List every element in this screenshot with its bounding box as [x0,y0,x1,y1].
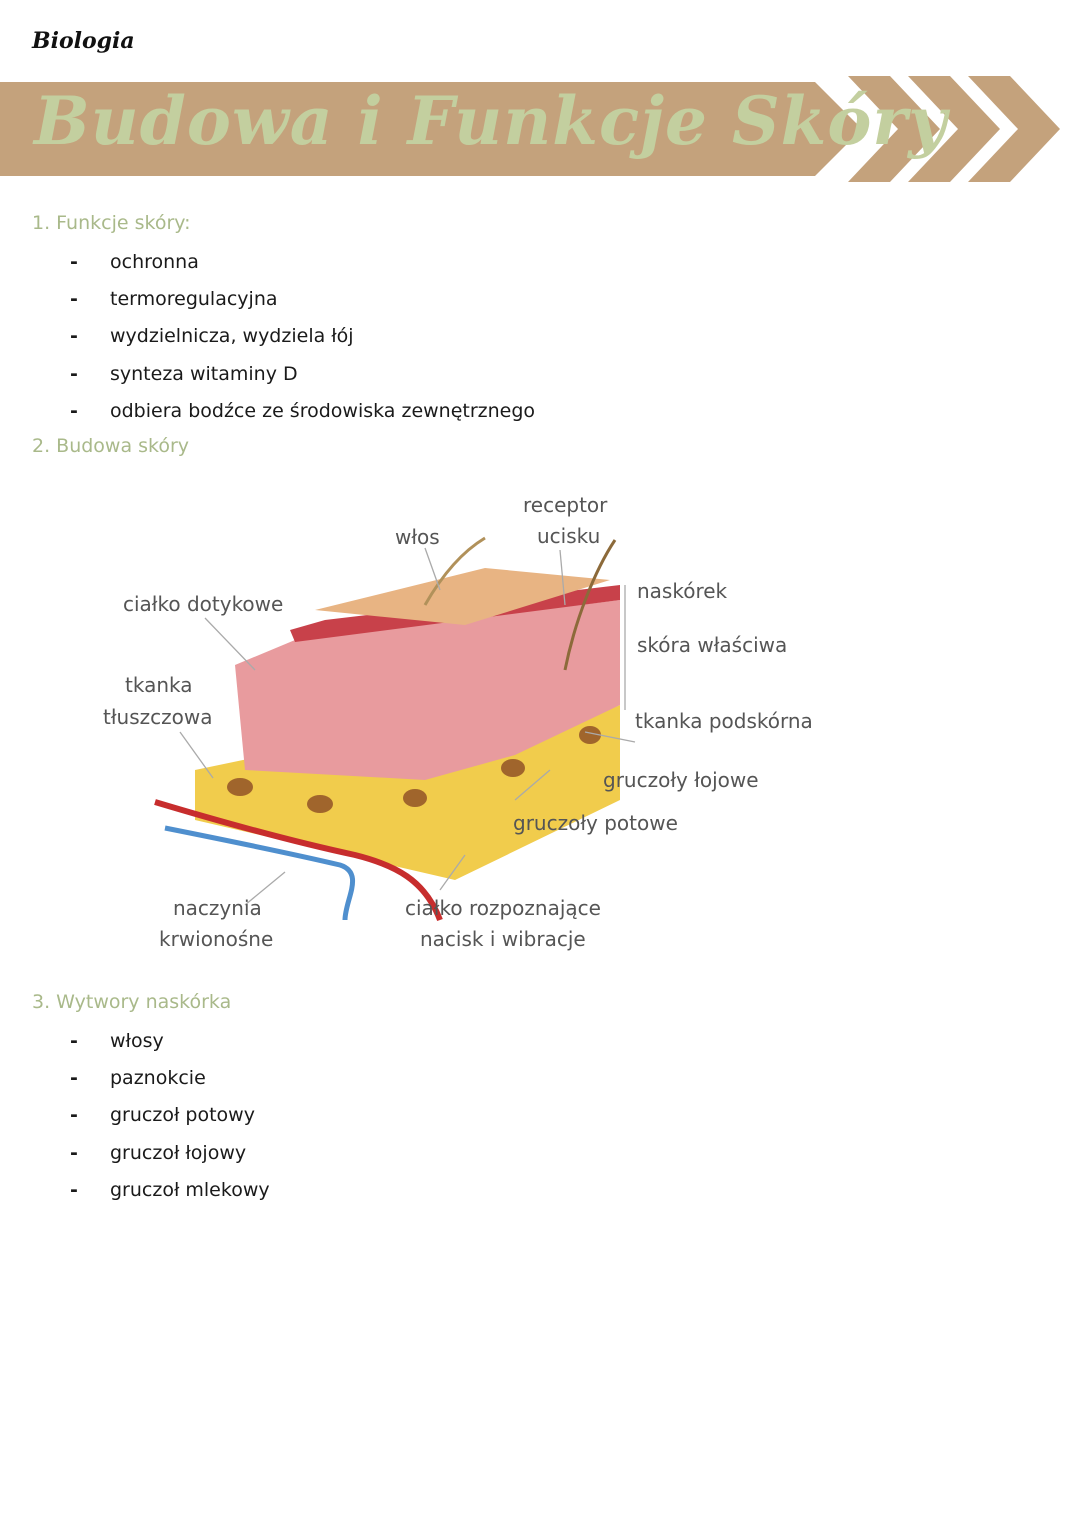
epidermis-products-list: -włosy -paznokcie -gruczoł potowy -grucz… [70,1022,270,1208]
list-item: -paznokcie [70,1066,206,1089]
page-title: Budowa i Funkcje Skóry [34,82,948,160]
diagram-label-epidermis: naskórek [637,579,728,603]
functions-list: -ochronna -termoregulacyjna -wydzielnicz… [70,243,535,429]
diagram-label-dermis: skóra właściwa [637,633,787,657]
diagram-label-touch-corpuscle: ciałko dotykowe [123,592,283,616]
list-item: -wydzielnicza, wydziela łój [70,325,354,348]
diagram-label-blood-vessels-2: krwionośne [159,927,273,951]
hair-shape [423,536,486,606]
diagram-label-receptor-2: ucisku [537,524,600,548]
diagram-label-fat-tissue: tkanka [125,673,193,697]
section-heading-functions: 1. Funkcje skóry: [32,212,191,234]
dermis-shape [235,600,620,780]
list-item: -gruczoł mlekowy [70,1178,270,1201]
diagram-label-pacinian: ciałko rozpoznające [405,896,601,920]
list-item: -odbiera bodźce ze środowiska zewnętrzne… [70,399,536,422]
diagram-label-pacinian-2: nacisk i wibracje [420,927,586,951]
section-heading-epidermis-products: 3. Wytwory naskórka [32,991,232,1013]
diagram-label-subcutaneous: tkanka podskórna [635,709,813,733]
diagram-label-receptor: receptor [523,493,608,517]
skin-structure-diagram: włos receptor ucisku ciałko dotykowe nas… [103,493,813,951]
blood-vessel-blue [164,825,355,921]
list-item: -włosy [70,1029,164,1052]
epidermis-surface-shape [315,568,610,625]
diagram-label-sweat-glands: gruczoły potowe [513,811,678,835]
diagram-label-sebaceous-glands: gruczoły łojowe [603,768,759,792]
section-heading-structure: 2. Budowa skóry [32,435,190,457]
list-item: -ochronna [70,250,199,273]
blood-vessel-red [154,799,443,922]
title-banner [0,76,1060,182]
list-item: -gruczoł potowy [70,1104,255,1127]
diagram-label-hair: włos [395,525,440,549]
subject-label: Biologia [32,28,135,54]
list-item: -synteza witaminy D [70,362,298,385]
diagram-label-fat-tissue-2: tłuszczowa [103,705,212,729]
diagram-label-blood-vessels: naczynia [173,896,262,920]
list-item: -termoregulacyjna [70,287,278,310]
list-item: -gruczoł łojowy [70,1141,247,1164]
